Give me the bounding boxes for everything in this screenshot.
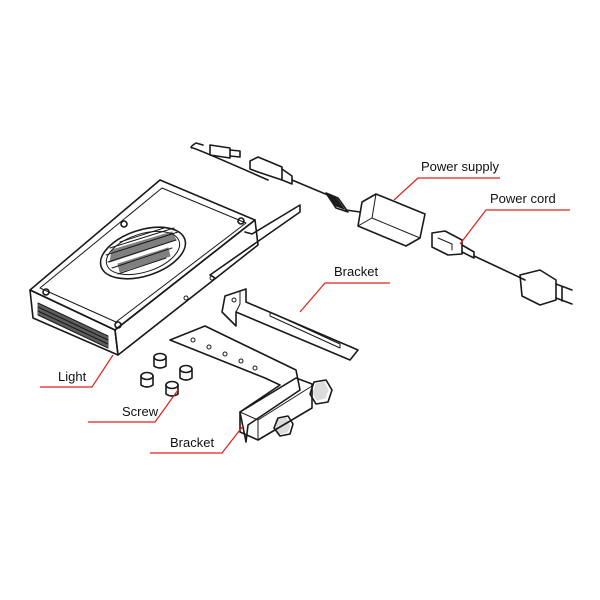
bracket-slot [269,311,341,349]
label-screw: Screw [122,404,159,419]
bracket-knob [309,379,333,405]
leader-bracket-top [299,282,390,313]
light-side-face [114,219,259,356]
leader-power-supply [393,177,500,201]
label-power-cord: Power cord [490,191,556,206]
label-light: Light [58,369,87,384]
leader-light [40,354,114,388]
ferrite-bead [325,192,349,213]
power-cord-connector [431,230,463,256]
light-screw-hole [120,220,128,228]
bracket-top-shape [221,288,359,361]
light-cable [209,204,301,279]
screw [165,380,179,397]
bracket-plate [169,325,301,443]
leader-bracket-bottom [150,425,244,454]
screws [140,352,193,397]
leader-screw [88,389,179,423]
power-cord [431,230,573,306]
dc-cable-loop [190,142,269,181]
light-screw-hole [237,217,245,225]
leader-power-cord [459,209,570,245]
light-side-hole [183,295,189,301]
dc-connector [190,142,336,199]
light-front-vent [37,302,109,349]
light-screw-hole [42,288,50,296]
screw [140,371,154,388]
bracket-top-part [221,288,359,361]
light-screw-hole [114,321,122,329]
leader-lines [40,177,570,454]
power-supply [325,192,426,247]
bracket-bottom-part [169,325,333,443]
light-fixture [29,179,259,356]
fan-grille [99,226,187,280]
screw [179,364,193,381]
label-bracket-bottom: Bracket [170,435,214,450]
bracket-clamp [239,377,313,441]
label-bracket-top: Bracket [334,264,378,279]
screw [153,352,167,369]
power-plug [519,269,557,306]
bracket-knob [273,415,294,437]
label-power-supply: Power supply [421,159,500,174]
